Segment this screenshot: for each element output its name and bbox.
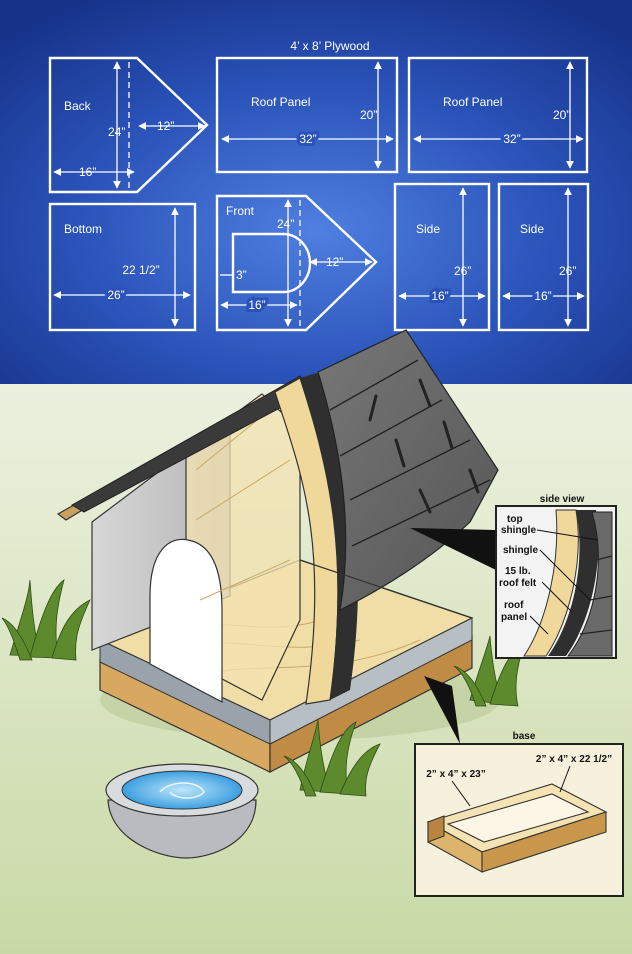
top-shingle-label-2: shingle <box>501 525 536 536</box>
grass-tuft-center <box>283 719 381 797</box>
roof2-height: 20” <box>553 108 570 122</box>
front-height: 24” <box>277 217 294 231</box>
roof1-height: 20” <box>360 108 377 122</box>
plywood-title: 4’ x 8’ Plywood <box>290 39 369 53</box>
bottom-height: 22 1/2” <box>122 263 159 277</box>
roof-panel-1: Roof Panel 20” 32” <box>215 56 399 174</box>
doghouse-door-opening <box>149 538 223 703</box>
bottom-panel: Bottom 22 1/2” 26” <box>48 202 197 332</box>
side2-label: Side <box>520 222 544 236</box>
water-bowl <box>105 763 259 859</box>
front-triangle: 12” <box>326 255 343 269</box>
base-title: base <box>513 731 536 742</box>
side-view-inset: side view top shingle shingle 15 lb. roo… <box>410 494 617 659</box>
back-triangle: 12” <box>157 119 174 133</box>
side2-width: 16” <box>534 289 551 303</box>
doghouse-roof <box>56 329 499 705</box>
side-panel-1: Side 26” 16” <box>393 182 491 332</box>
front-label: Front <box>226 204 255 218</box>
roof1-width: 32” <box>299 132 316 146</box>
front-width: 16” <box>248 298 265 312</box>
side1-height: 26” <box>454 264 471 278</box>
side-view-title: side view <box>540 494 585 505</box>
top-shingle-label-1: top <box>507 514 523 525</box>
base-inset: base 2” x 4” x 23” 2” x 4” x 22 1/2” <box>414 676 624 897</box>
side2-height: 26” <box>559 264 576 278</box>
back-panel: Back 24” 12” 16” <box>48 56 209 194</box>
back-height: 24” <box>108 125 125 139</box>
roof2-width: 32” <box>503 132 520 146</box>
base-frame-drawing <box>426 783 608 873</box>
back-width: 16” <box>79 165 96 179</box>
felt-label-2: roof felt <box>499 578 537 589</box>
panel-label-1: roof <box>504 600 524 611</box>
roof1-label: Roof Panel <box>251 95 310 109</box>
doghouse-front-wall <box>149 393 301 703</box>
base-left-board: 2” x 4” x 23” <box>426 769 485 780</box>
side1-label: Side <box>416 222 440 236</box>
roof2-label: Roof Panel <box>443 95 502 109</box>
roof-panel-2: Roof Panel 20” 32” <box>407 56 589 174</box>
bottom-width: 26” <box>107 288 124 302</box>
shingle-label: shingle <box>503 545 538 556</box>
base-right-board: 2” x 4” x 22 1/2” <box>536 754 612 765</box>
floor-edge <box>299 559 473 619</box>
bottom-label: Bottom <box>64 222 102 236</box>
side-panel-2: Side 26” 16” <box>497 182 590 332</box>
side1-width: 16” <box>431 289 448 303</box>
back-label: Back <box>64 99 92 113</box>
panel-label-2: panel <box>501 612 527 623</box>
front-door-offset: 3” <box>236 268 247 282</box>
grass-tuft-left <box>1 579 91 661</box>
front-panel: Front 24” 12” 3” 16” <box>215 194 378 332</box>
felt-label-1: 15 lb. <box>505 566 531 577</box>
